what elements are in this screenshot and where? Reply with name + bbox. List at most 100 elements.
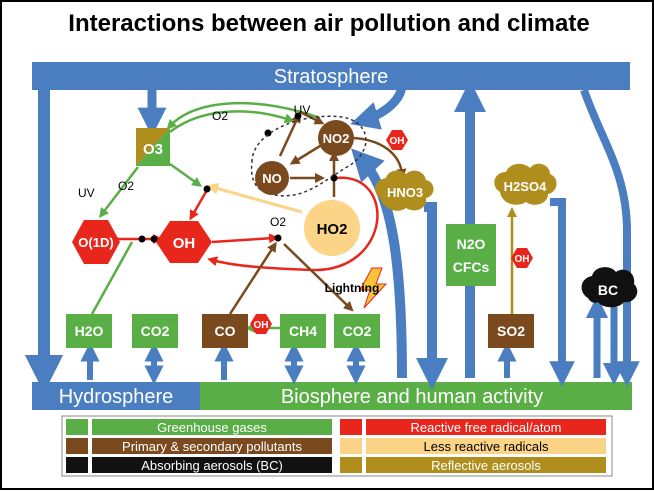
legend-item: Reactive free radical/atom [340,419,606,435]
hno3-label: HNO3 [387,185,423,200]
reaction-labels: UV O2 UV O2 O2 [78,103,310,229]
junction-dots [138,112,338,243]
bio-to-no2-arrow [351,148,407,379]
bc-node: BC [581,267,638,308]
bc-label: BC [598,282,618,298]
legend-item: Reflective aerosols [340,457,606,473]
legend-label: Less reactive radicals [424,439,549,454]
o1d-label: O(1D) [78,235,113,250]
cfcs-label: CFCs [453,259,490,275]
h2so4-label: H2SO4 [504,179,547,194]
o2-label-left: O2 [118,179,134,193]
so2-label: SO2 [497,323,525,339]
no2-to-no-arrow [289,144,321,165]
o1d-node: O(1D) [72,220,120,264]
o2-label-mid: O2 [270,215,286,229]
uv-no2-arrow [299,110,325,125]
biosphere-band: Biosphere and human activity [200,382,632,410]
legend-swatch [340,457,362,473]
no-node: NO [255,161,289,195]
legend-swatch [340,419,362,435]
co-node: CO [202,314,248,348]
o3-to-ho2-path [169,162,203,187]
co2-right-label: CO2 [343,323,372,339]
so2-node: SO2 [488,314,534,348]
legend-label: Reflective aerosols [431,458,541,473]
h2so4-to-bio-arrow [549,198,575,387]
n2o-label: N2O [457,236,486,252]
legend-bar [92,419,332,435]
o3-label: O3 [143,141,163,158]
legend-item: Greenhouse gases [66,419,332,435]
no2-node: NO2 [318,120,354,156]
hno3-to-bio-arrow [415,202,449,391]
oh-badge-bottom-label: OH [254,320,269,331]
oh-badge-top-label: OH [390,136,405,147]
co-to-oh-arrow [228,241,277,315]
uv-label-left: UV [78,186,95,200]
hydrosphere-band: Hydrosphere [32,382,202,410]
lightning-label: Lightning [325,281,380,295]
hno3-node: HNO3 [375,170,434,211]
legend-bar [92,457,332,473]
legend-swatch [340,438,362,454]
h2so4-node: H2SO4 [494,163,557,205]
stratosphere-label: Stratosphere [274,66,389,88]
stratosphere-band: Stratosphere [32,62,630,90]
no2-label: NO2 [323,131,350,146]
o3-to-o1d-arrow [98,166,139,218]
exchange-arrows [80,342,366,385]
o3-node: O3 [136,128,170,166]
ho2-to-oh-arrow [206,182,303,214]
no-label: NO [262,171,282,186]
h2o-node: H2O [66,314,112,348]
ho2-node: HO2 [304,200,360,256]
oh-to-co2-arrow [283,243,354,312]
oh-badge-right-label: OH [515,254,530,265]
oh-node: OH [156,221,212,263]
oh-badge-top: OH [386,130,408,150]
legend-item: Primary & secondary pollutants [66,438,332,454]
uv-label-top: UV [294,103,311,117]
ho2-label: HO2 [317,221,348,238]
legend-label: Reactive free radical/atom [410,420,561,435]
hydrosphere-label: Hydrosphere [59,386,174,408]
no-to-no2-arrow [278,112,301,157]
co-label: CO [215,323,236,339]
legend-label: Greenhouse gases [157,420,267,435]
no2-to-hno3-arrow [353,136,407,179]
o3-to-no2-arrow [169,110,295,133]
strat-to-bc-arrow [580,88,640,387]
oh-to-ho2-arrow [211,233,279,244]
o2-label-top: O2 [212,109,228,123]
legend-swatch [66,438,88,454]
oh-label: OH [173,235,196,252]
ch4-label: CH4 [289,323,317,339]
biosphere-label: Biosphere and human activity [281,386,543,408]
n2o-cfcs-node: N2O CFCs [446,224,496,286]
diagram-title: Interactions between air pollution and c… [68,10,590,37]
legend-label: Absorbing aerosols (BC) [141,458,283,473]
legend-bar [366,419,606,435]
legend-bar [92,438,332,454]
legend-label: Primary & secondary pollutants [122,439,302,454]
co2-left-label: CO2 [141,323,170,339]
legend-swatch [66,419,88,435]
oh-badge-right: OH [511,248,533,268]
strat-to-no2-arrow [350,83,407,130]
ho2-loop-arrow [207,176,379,272]
oh-upper-arrow [189,189,209,221]
legend-item: Less reactive radicals [340,438,606,454]
legend-bar [366,438,606,454]
ch4-node: CH4 [280,314,326,348]
co2-right-node: CO2 [334,314,380,348]
oh-badge-bottom: OH [250,314,272,334]
h2o-to-o1d-arrow [90,241,134,315]
lightning-icon [359,267,388,309]
co2-left-node: CO2 [132,314,178,348]
legend-bar [366,457,606,473]
h2o-label: H2O [75,323,104,339]
